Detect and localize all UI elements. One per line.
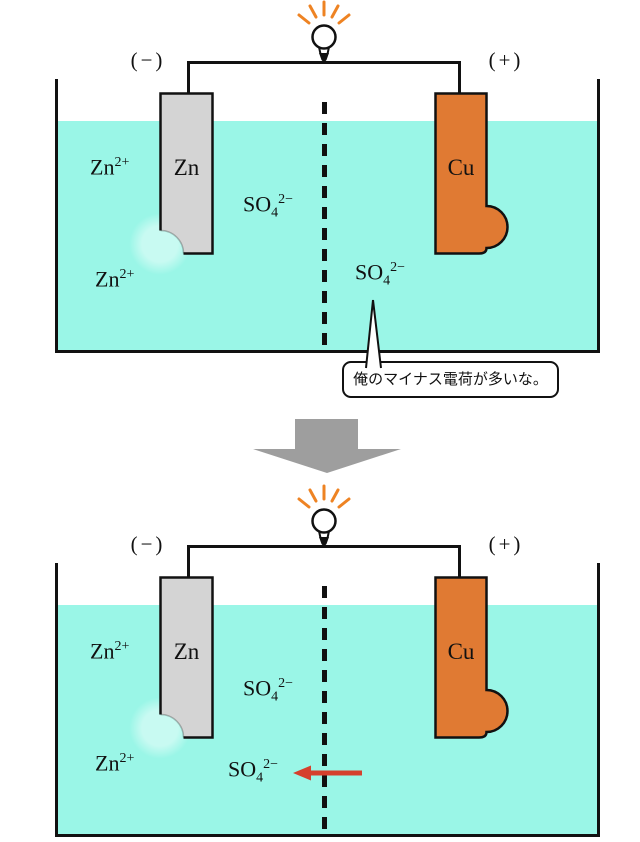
zinc-electrode	[159, 576, 214, 739]
cell-diagram-after: (−) (+) Zn Cu Zn2+ SO42− Zn2+ SO42−	[0, 484, 640, 842]
cell-diagram-before: (−) (+) Zn Cu Zn2+ SO42− Zn2+ SO42− 俺のマイ…	[55, 0, 600, 398]
zinc-electrode-label: Zn	[173, 639, 200, 664]
circuit-wire	[187, 61, 190, 94]
tank-wall	[55, 563, 58, 837]
copper-electrode-label: Cu	[447, 155, 475, 180]
zinc-electrode-label: Zn	[173, 155, 200, 180]
circuit-wire	[458, 545, 461, 578]
sulfate-ion-label: SO42−	[355, 259, 406, 289]
circuit-wire	[458, 61, 461, 94]
light-bulb-icon	[297, 484, 351, 546]
tank-wall	[597, 79, 600, 353]
zinc-ion-label: Zn2+	[90, 638, 130, 664]
terminal-negative-label: (−)	[130, 48, 166, 72]
tank-bottom	[55, 350, 600, 353]
circuit-wire	[187, 545, 190, 578]
sulfate-ion-label: SO42−	[243, 191, 294, 221]
terminal-negative-label: (−)	[130, 532, 166, 556]
tank-wall	[597, 563, 600, 837]
electrolyte-solution	[58, 605, 597, 834]
circuit-wire	[188, 61, 460, 64]
sulfate-ion-label: SO42−	[228, 756, 279, 786]
zinc-electrode	[159, 92, 214, 255]
tank-bottom	[55, 834, 600, 837]
circuit-wire	[188, 545, 460, 548]
zinc-ion-label: Zn2+	[90, 154, 130, 180]
left-arrow-icon	[293, 765, 362, 781]
copper-electrode	[434, 92, 509, 255]
down-arrow-icon	[253, 419, 401, 473]
separator-dashed-line	[322, 586, 327, 834]
sulfate-ion-label: SO42−	[243, 675, 294, 705]
electrolyte-solution	[58, 121, 597, 350]
tank-wall	[55, 79, 58, 353]
zinc-ion-label: Zn2+	[95, 750, 135, 776]
light-bulb-icon	[297, 0, 351, 62]
zinc-ion-label: Zn2+	[95, 266, 135, 292]
separator-dashed-line	[322, 102, 327, 350]
terminal-positive-label: (+)	[488, 48, 524, 72]
copper-electrode-label: Cu	[447, 639, 475, 664]
terminal-positive-label: (+)	[488, 532, 524, 556]
copper-electrode	[434, 576, 509, 739]
speech-bubble-pointer	[365, 299, 382, 369]
